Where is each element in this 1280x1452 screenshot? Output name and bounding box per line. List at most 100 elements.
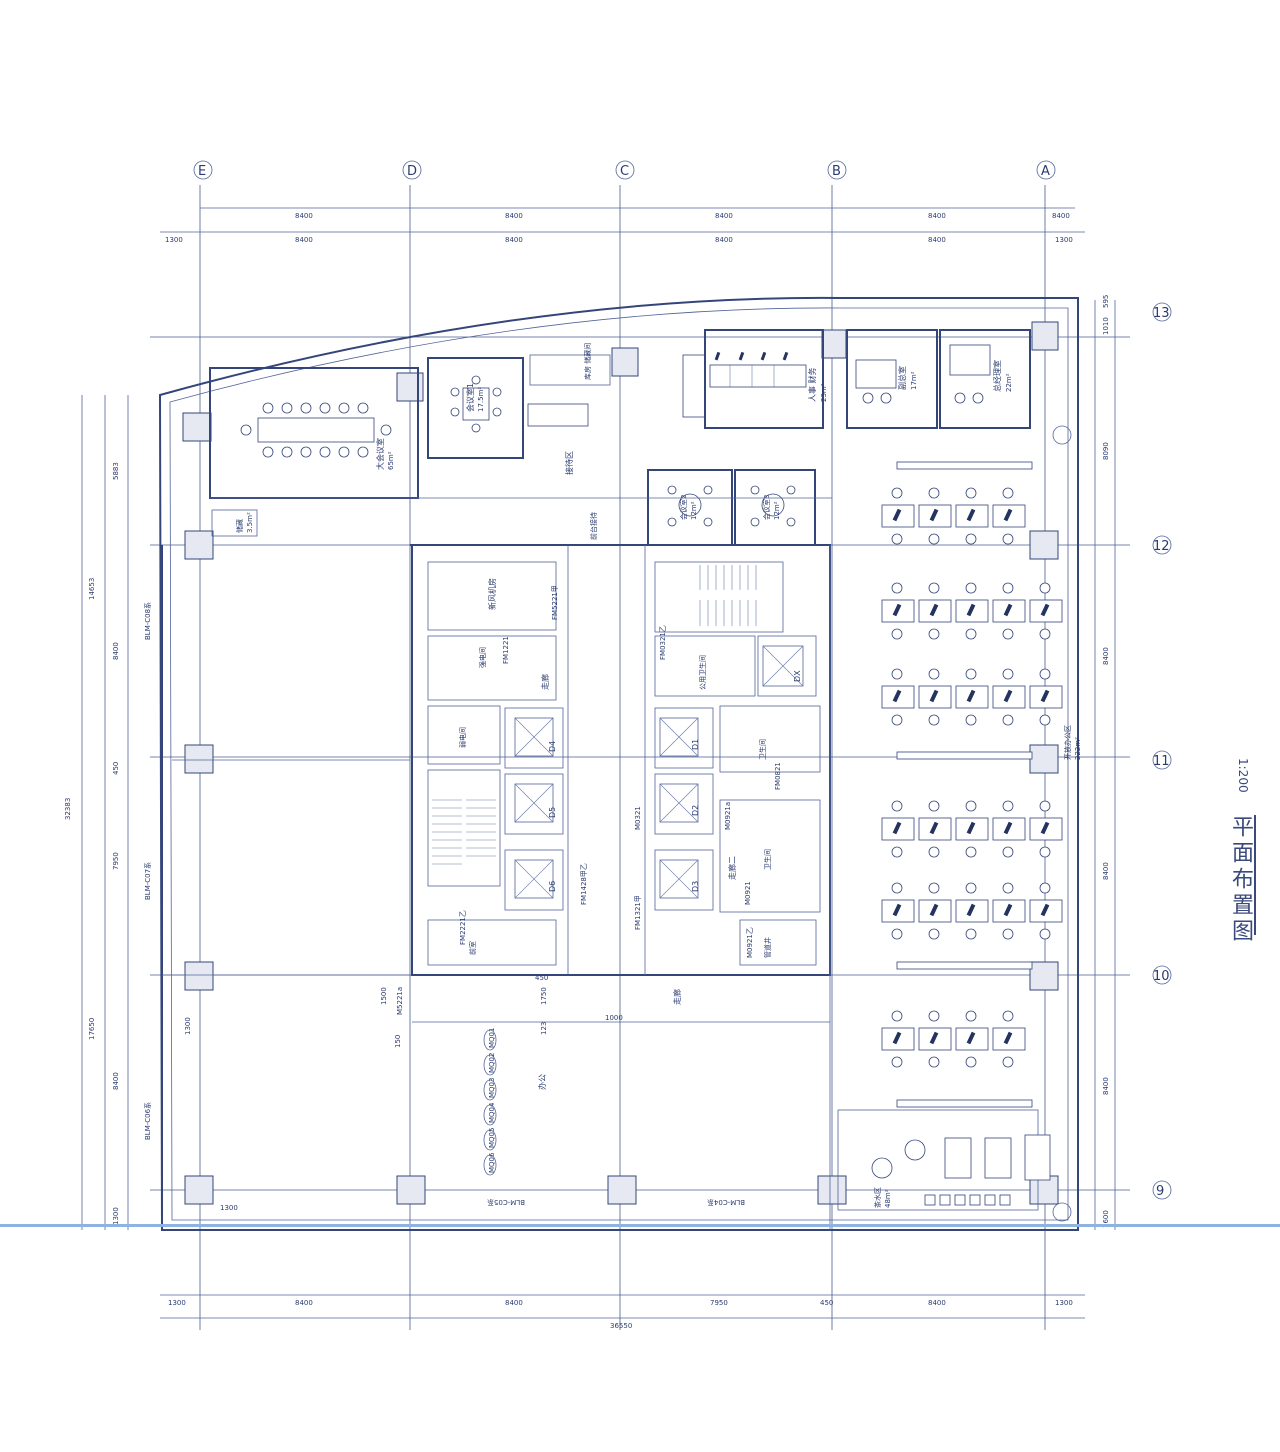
- workstation-chair: [891, 1010, 903, 1022]
- elevator-D2: D2: [691, 805, 700, 816]
- workstation-chair: [1039, 668, 1051, 680]
- dim-left-seg-2: 8400: [112, 642, 120, 660]
- workstation-chair: [1002, 582, 1014, 594]
- room-meeting-2-area: 12m²: [690, 501, 698, 520]
- room-front-desk: 前台接待: [589, 512, 598, 540]
- room-open-office-area: 222m²: [1074, 737, 1082, 760]
- door-code-FM1321: FM1321甲: [634, 895, 642, 930]
- lounge-area: 茶水区 48m²: [837, 425, 1072, 1222]
- workstation-chair: [965, 800, 977, 812]
- workstation-chair: [1002, 928, 1014, 940]
- door-code-FM5221: FM5221甲: [551, 585, 559, 620]
- dim-left-upper: 14653: [88, 578, 96, 600]
- workstation-chair: [965, 533, 977, 545]
- annex-label-4: MQ04: [488, 1102, 496, 1123]
- axis-label-E: E: [198, 164, 206, 179]
- axis-label-10: 10: [1153, 969, 1170, 984]
- workstation-chair: [928, 928, 940, 940]
- door-code-FM1428: FM1428甲乙: [580, 863, 588, 905]
- door-code-FM0821: FM0821: [774, 762, 782, 790]
- dim-right-seg-3: 8400: [1102, 862, 1110, 880]
- dim-bottom-total: 36550: [610, 1322, 632, 1330]
- dim-right-seg-2: 8400: [1102, 647, 1110, 665]
- dim-top-outer-2: 8400: [505, 212, 523, 220]
- workstation-chair: [928, 628, 940, 640]
- workstation-chair: [1039, 846, 1051, 858]
- workstation-chair: [1002, 1056, 1014, 1068]
- workstation-chair: [928, 668, 940, 680]
- room-deputy-manager: 副总室: [897, 366, 907, 390]
- room-lounge-area: 48m²: [884, 1189, 892, 1208]
- room-toilet-1: 卫生间: [758, 739, 767, 760]
- facade-code-C08: BLM-C08系: [143, 602, 152, 640]
- dim-left-lower: 17650: [88, 1018, 96, 1040]
- workstation-chair: [891, 714, 903, 726]
- elevator-D1: D1: [691, 739, 700, 750]
- workstation-chair: [1002, 1010, 1014, 1022]
- room-meeting-2: 会议室2: [679, 495, 688, 520]
- dim-misc-123: 123: [540, 1022, 548, 1035]
- workstation-chair: [928, 882, 940, 894]
- workstation-chair: [1039, 582, 1051, 594]
- workstation-chair: [1002, 714, 1014, 726]
- room-reception-storage: 库房 储藏间: [583, 343, 592, 380]
- workstation-monitor: [1040, 821, 1050, 835]
- workstation-monitor: [1003, 508, 1013, 522]
- workstation-monitor: [1003, 1031, 1013, 1045]
- workstation-chair: [928, 533, 940, 545]
- axis-label-9: 9: [1156, 1184, 1164, 1199]
- room-strong-electric: 强电间: [478, 647, 487, 668]
- workstation-chair: [891, 582, 903, 594]
- room-lounge: 茶水区: [873, 1187, 882, 1208]
- dim-bottom-6: 1300: [1055, 1299, 1073, 1307]
- workstation-chair: [965, 668, 977, 680]
- dim-top-outer-1: 8400: [295, 212, 313, 220]
- dim-top-inner-5: 8400: [928, 236, 946, 244]
- workstation-monitor: [929, 689, 939, 703]
- workstation-chair: [1039, 800, 1051, 812]
- workstation-chair: [965, 928, 977, 940]
- scan-edge-line: [0, 1224, 1280, 1227]
- drawing-title-underline: [1254, 815, 1256, 935]
- workstation-monitor: [892, 821, 902, 835]
- room-general-manager: 总经理室: [992, 360, 1002, 392]
- workstation-monitor: [966, 508, 976, 522]
- room-stair-hall-left: 前室: [468, 941, 477, 955]
- facade-code-C07: BLM-C07系: [143, 862, 152, 900]
- workstation-monitor: [929, 508, 939, 522]
- dim-left-seg-1: 5883: [112, 462, 120, 480]
- room-tenant-area: 办公: [537, 1074, 547, 1090]
- workstation-chair: [1002, 487, 1014, 499]
- room-meeting-1: 会议室1: [465, 383, 475, 412]
- workstation-monitor: [1040, 689, 1050, 703]
- dim-left-seg-4: 8400: [112, 1072, 120, 1090]
- workstation-chair: [891, 846, 903, 858]
- workstation-chair: [1002, 628, 1014, 640]
- room-core-corridor-2: 走廊二: [727, 856, 737, 880]
- room-meeting-3-area: 12m²: [773, 501, 781, 520]
- dim-left-seg-5: 1300: [112, 1207, 120, 1225]
- room-core-corridor-1: 走廊: [540, 674, 550, 690]
- dim-top-inner-4: 8400: [715, 236, 733, 244]
- room-open-office: 开放办公区: [1063, 725, 1072, 760]
- dim-bottom-1: 1300: [168, 1299, 186, 1307]
- workstation-chair: [1039, 628, 1051, 640]
- annex-label-1: MQ01: [488, 1028, 496, 1048]
- workstation-monitor: [892, 903, 902, 917]
- workstation-monitor: [929, 1031, 939, 1045]
- annex-label-6: MQ06: [488, 1152, 496, 1173]
- workstation-chair: [1039, 882, 1051, 894]
- building-core: 新风机房 FM5221甲 强电间 FM1221 弱电间 走廊 前室 FM2221…: [411, 544, 831, 976]
- workstation-chair: [965, 628, 977, 640]
- drawing-scale: 1:200: [1236, 758, 1250, 793]
- room-equipment: 新风机房: [487, 578, 497, 610]
- axis-label-11: 11: [1153, 754, 1170, 769]
- door-code-M5221a: M5221a: [396, 987, 404, 1015]
- facade-code-C04: BLM-C04系: [707, 1198, 745, 1207]
- workstation-monitor: [929, 603, 939, 617]
- room-small-storage-area: 3.5m²: [246, 512, 254, 533]
- dim-right-top-2: 595: [1102, 295, 1110, 308]
- hr-desks: [709, 351, 807, 388]
- annex-label-5: MQ05: [488, 1128, 496, 1148]
- right-dimensions: 8090 8400 8400 8400 1600 1010 595: [1094, 295, 1116, 1230]
